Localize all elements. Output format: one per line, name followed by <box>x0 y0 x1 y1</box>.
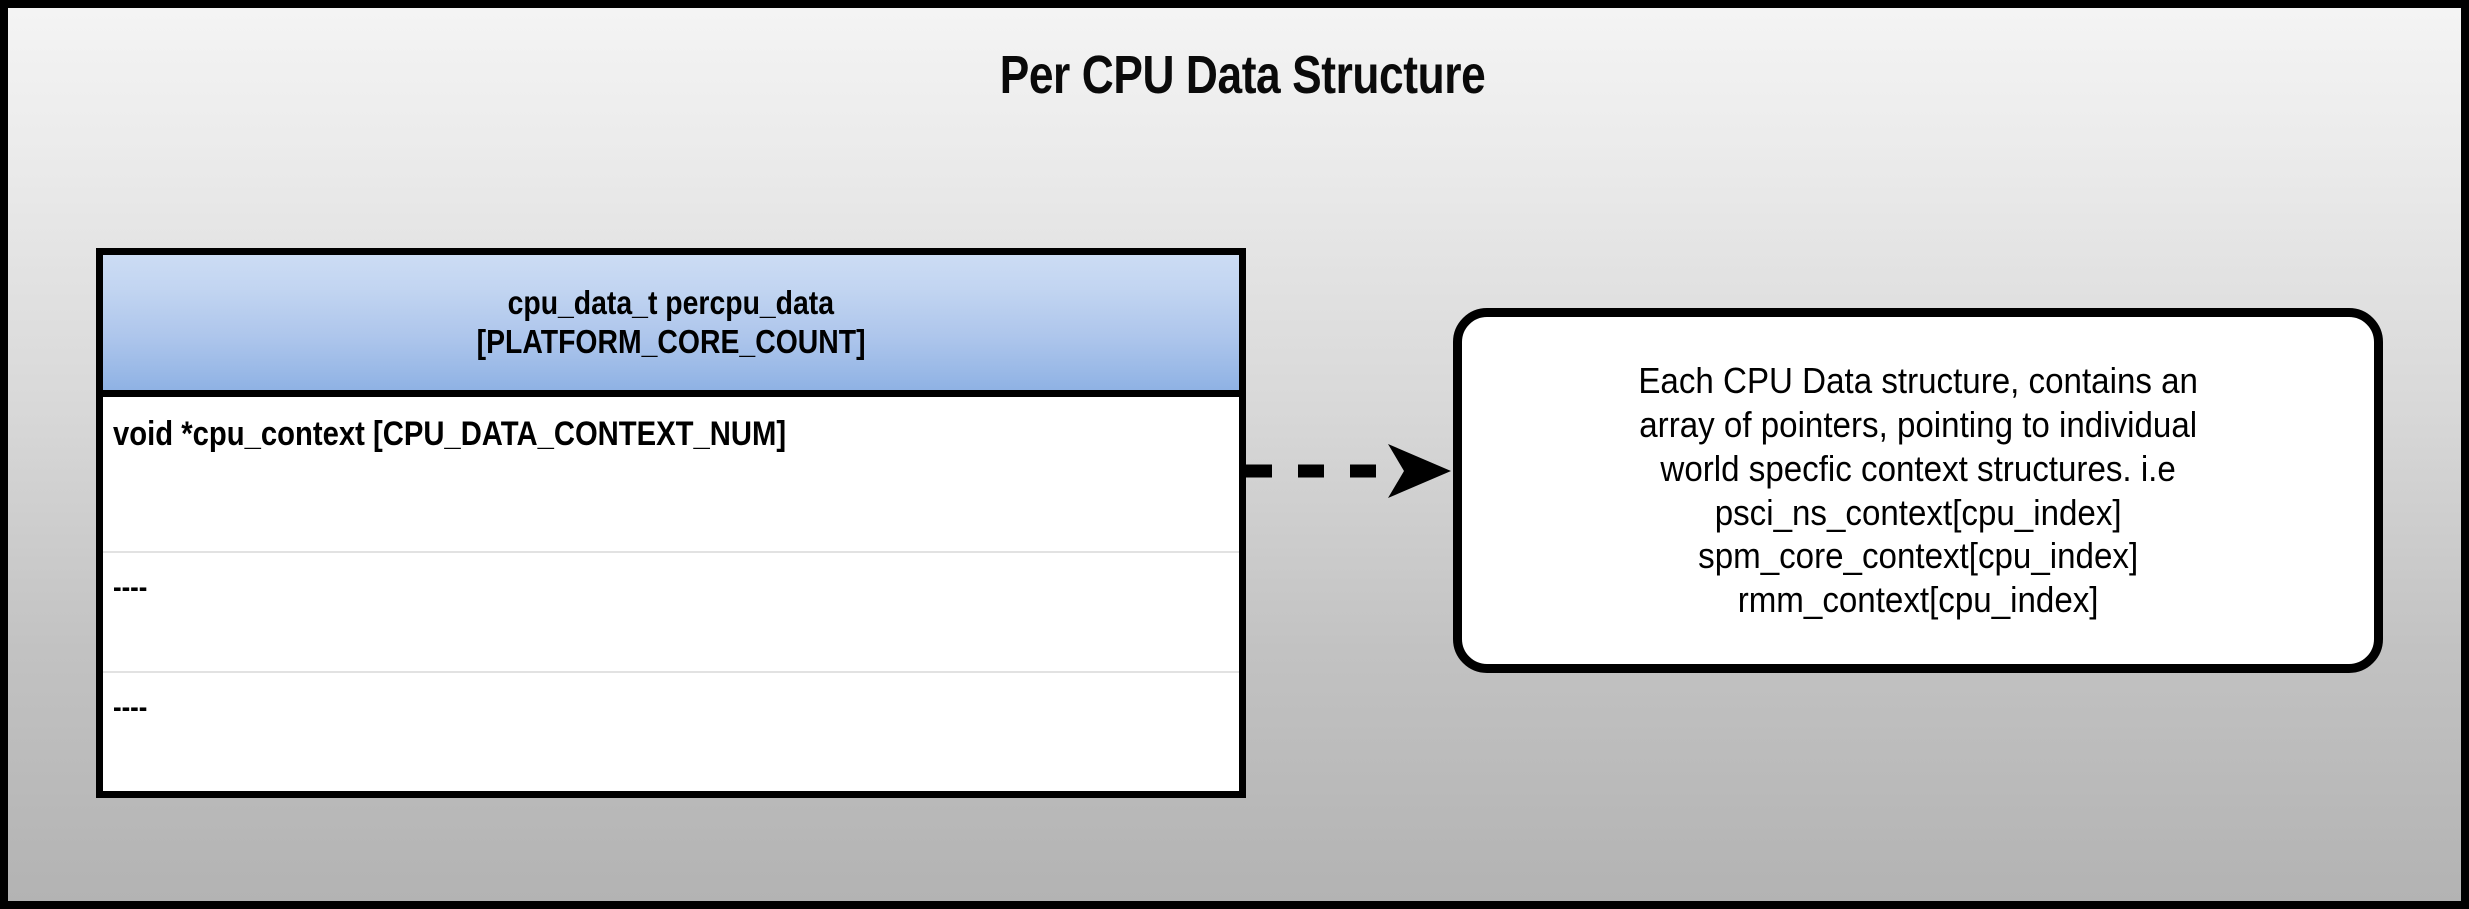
table-row: void *cpu_context [CPU_DATA_CONTEXT_NUM] <box>103 397 1239 551</box>
struct-header-line-2: [PLATFORM_CORE_COUNT] <box>476 322 866 360</box>
connector <box>1246 426 1476 516</box>
percpu-data-struct-table: cpu_data_t percpu_data [PLATFORM_CORE_CO… <box>96 248 1246 798</box>
struct-table-header: cpu_data_t percpu_data [PLATFORM_CORE_CO… <box>103 255 1239 397</box>
struct-field-placeholder-1: ---- <box>113 571 148 604</box>
note-line: Each CPU Data structure, contains an <box>1638 359 2198 401</box>
struct-field-placeholder-2: ---- <box>113 691 148 724</box>
table-row: ---- <box>103 551 1239 671</box>
note-line: world specfic context structures. i.e <box>1660 447 2176 489</box>
note-line: psci_ns_context[cpu_index] <box>1714 491 2122 533</box>
note-callout-box: Each CPU Data structure, contains an arr… <box>1453 308 2383 673</box>
dashed-arrow-right-icon <box>1246 444 1451 498</box>
table-row: ---- <box>103 671 1239 784</box>
struct-field-cpu-context: void *cpu_context [CPU_DATA_CONTEXT_NUM] <box>113 415 787 453</box>
note-line: array of pointers, pointing to individua… <box>1639 403 2197 445</box>
note-line: spm_core_context[cpu_index] <box>1697 535 2139 577</box>
page-title: Per CPU Data Structure <box>999 45 1486 105</box>
note-line: rmm_context[cpu_index] <box>1737 579 2099 621</box>
struct-header-line-1: cpu_data_t percpu_data <box>507 283 835 321</box>
